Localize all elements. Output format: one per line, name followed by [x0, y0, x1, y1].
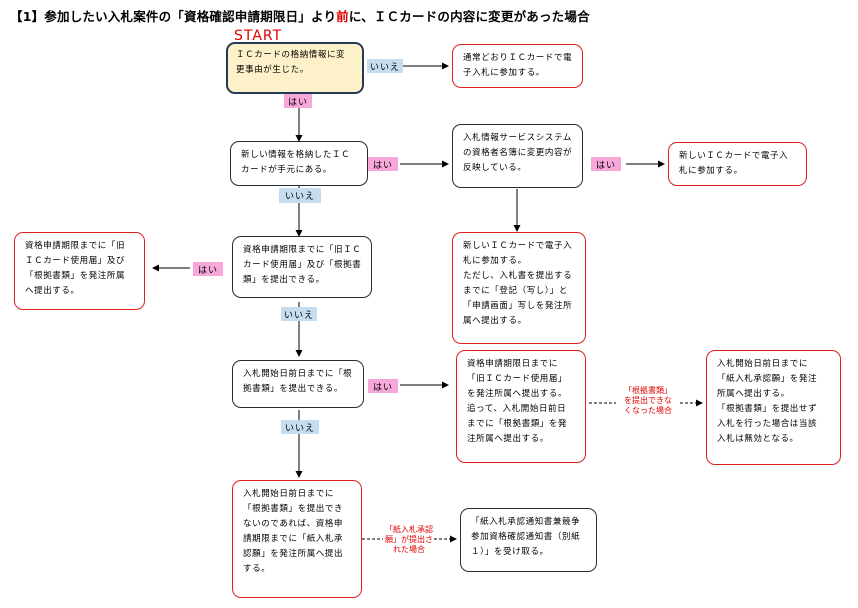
note-text: 願」が提出さ [385, 535, 433, 544]
start-label: START [234, 28, 283, 44]
title-highlight: 前 [336, 9, 349, 24]
title-suffix: に、ＩＣカードの内容に変更があった場合 [348, 9, 590, 24]
box-text: 「根拠書類」を発注所属 [25, 271, 126, 281]
box-new-ic-bid-with-docs: 新しいＩＣカードで電子入 札に参加する。 ただし、入札書を提出する までに「登記… [452, 232, 586, 344]
box-submit-old-ic-then-docs: 資格申請期限日までに 「旧ＩＣカード使用届」 を発注所属へ提出する。 追って、入… [456, 350, 586, 463]
box-text: 参加資格確認通知書（別紙 [471, 532, 581, 542]
box-text: ないのであれば、資格申 [243, 519, 344, 529]
box-text: 入札開始日前日までに [243, 489, 335, 499]
label-no: いいえ [367, 59, 403, 73]
box-submit-paper-bid-request: 入札開始日前日までに 「根拠書類」を提出でき ないのであれば、資格申 請期限まで… [232, 480, 362, 598]
box-text: 入札情報サービスシステム [463, 133, 572, 143]
box-submit-old-ic-and-docs: 資格申請期限までに「旧 ＩＣカード使用届」及び 「根拠書類」を発注所属 へ提出す… [14, 232, 145, 310]
box-text: 拠書類」を提出できる。 [243, 384, 343, 394]
box-text: 入札開始日前日までに「根 [243, 369, 353, 379]
box-text: 類」を提出できる。 [243, 275, 325, 285]
box-text: までに「根拠書類」を発 [467, 419, 568, 429]
box-text: 入札開始日前日までに [717, 359, 809, 369]
label-no: いいえ [281, 307, 317, 321]
box-text: 資格申請期限までに「旧ＩＣ [243, 245, 362, 255]
box-text: 反映している。 [463, 163, 527, 173]
box-text: へ提出する。 [25, 286, 80, 296]
box-text: カード使用届」及び「根拠書 [243, 260, 362, 270]
box-text: 所属へ提出する。 [717, 389, 790, 399]
box-text: 資格申請期限までに「旧 [25, 241, 126, 251]
box-text: する。 [243, 564, 271, 574]
box-text: 認願」を発注所属へ提出 [243, 549, 344, 559]
box-text: 新しいＩＣカードで電子入 [463, 241, 573, 251]
box-text: 注所属へ提出する。 [467, 434, 549, 444]
box-text: ただし、入札書を提出する [463, 271, 573, 281]
box-text: の資格者名簿に変更内容が [463, 148, 573, 158]
box-normal-ic-bid: 通常どおりＩＣカードで電 子入札に参加する。 [452, 44, 583, 88]
box-paper-bid-request: 入札開始日前日までに 「紙入札承認願」を発注 所属へ提出する。 「根拠書類」を提… [706, 350, 841, 465]
note-text: 「根拠書類」 [624, 386, 672, 395]
note-text: 「紙入札承認 [385, 525, 433, 534]
box-text: 札に参加する。 [463, 256, 527, 266]
title-prefix: 【1】参加したい入札案件の「資格確認申請期限日」より [10, 9, 337, 24]
note-paper-request-submitted: 「紙入札承認 願」が提出さ れた場合 [380, 525, 438, 555]
box-registry-reflected: 入札情報サービスシステム の資格者名簿に変更内容が 反映している。 [452, 124, 583, 188]
note-text: れた場合 [393, 545, 425, 554]
box-text: ＩＣカードの格納情報に変 [236, 50, 346, 60]
box-text: 新しい情報を格納したＩＣ [241, 150, 351, 160]
box-text: 資格申請期限日までに [467, 359, 559, 369]
box-text: 更事由が生じた。 [236, 65, 309, 75]
box-text: 「根拠書類」を提出せず [717, 404, 818, 414]
label-yes: はい [193, 262, 223, 276]
box-ic-card-change: ＩＣカードの格納情報に変 更事由が生じた。 [226, 42, 364, 94]
label-yes: はい [284, 94, 312, 108]
box-text: を発注所属へ提出する。 [467, 389, 568, 399]
label-yes: はい [591, 157, 621, 171]
box-text: 札に参加する。 [679, 166, 743, 176]
box-text: 新しいＩＣカードで電子入 [679, 151, 789, 161]
box-text: 「旧ＩＣカード使用届」 [467, 374, 568, 384]
box-text: 入札を行った場合は当該 [717, 419, 818, 429]
box-text: 請期限までに「紙入札承 [243, 534, 344, 544]
box-text: 入札は無効となる。 [717, 434, 799, 444]
box-text: 「申請画面」写しを発注所 [463, 301, 573, 311]
note-text: くなった場合 [624, 406, 672, 415]
box-text: 「紙入札承認願」を発注 [717, 374, 818, 384]
note-text: を提出できな [624, 396, 672, 405]
box-text: 通常どおりＩＣカードで電 [463, 53, 573, 63]
box-can-submit-by-deadline: 資格申請期限までに「旧ＩＣ カード使用届」及び「根拠書 類」を提出できる。 [232, 236, 372, 298]
box-text: 「根拠書類」を提出でき [243, 504, 344, 514]
page-title: 【1】参加したい入札案件の「資格確認申請期限日」より前に、ＩＣカードの内容に変更… [10, 6, 590, 25]
box-text: 属へ提出する。 [463, 316, 527, 326]
box-can-submit-docs-before-bid: 入札開始日前日までに「根 拠書類」を提出できる。 [232, 360, 364, 408]
box-receive-approval-notice: 「紙入札承認通知書兼競争 参加資格確認通知書（別紙 １）」を受け取る。 [460, 508, 597, 572]
box-text: までに「登記（写し）」と [463, 286, 568, 296]
box-text: 「紙入札承認通知書兼競争 [471, 517, 581, 527]
box-text: 子入札に参加する。 [463, 68, 545, 78]
box-text: 追って、入札開始日前日 [467, 404, 567, 414]
box-new-ic-bid: 新しいＩＣカードで電子入 札に参加する。 [668, 142, 807, 186]
box-text: カードが手元にある。 [241, 165, 333, 175]
note-docs-not-submittable: 「根拠書類」 を提出できな くなった場合 [612, 386, 684, 416]
label-yes: はい [368, 379, 398, 393]
box-text: ＩＣカード使用届」及び [25, 256, 126, 266]
box-text: １）」を受け取る。 [471, 547, 549, 557]
label-no: いいえ [281, 420, 319, 434]
label-yes: はい [368, 157, 398, 171]
box-new-ic-card-in-hand: 新しい情報を格納したＩＣ カードが手元にある。 [230, 141, 368, 186]
label-no: いいえ [279, 188, 321, 203]
